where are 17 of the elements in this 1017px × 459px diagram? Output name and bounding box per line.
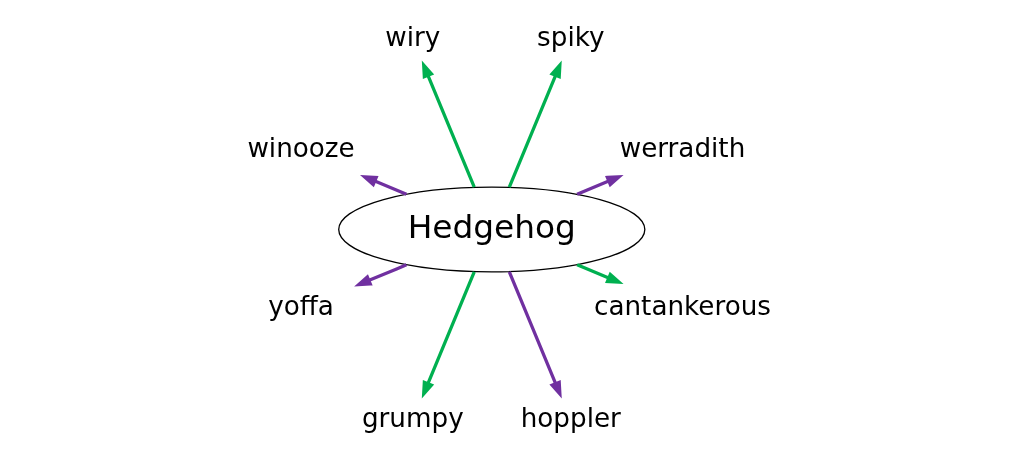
node-text: winooze xyxy=(246,133,355,164)
arrow xyxy=(421,271,476,399)
arrow xyxy=(421,60,476,188)
node-text: wiry xyxy=(384,21,440,52)
arrow xyxy=(575,263,624,285)
node-text: yoffa xyxy=(267,291,334,322)
node-text: spiky xyxy=(536,21,604,52)
node-text: werradith xyxy=(619,133,745,164)
arrow xyxy=(507,271,562,399)
node-text: grumpy xyxy=(361,402,464,433)
node-text: cantankerous xyxy=(593,291,771,322)
arrow xyxy=(359,174,407,196)
arrow xyxy=(353,263,407,287)
arrow xyxy=(507,60,562,188)
node-ellipse: Hedgehog xyxy=(337,186,645,273)
node-text: hoppler xyxy=(520,402,621,433)
arrow xyxy=(575,174,624,196)
